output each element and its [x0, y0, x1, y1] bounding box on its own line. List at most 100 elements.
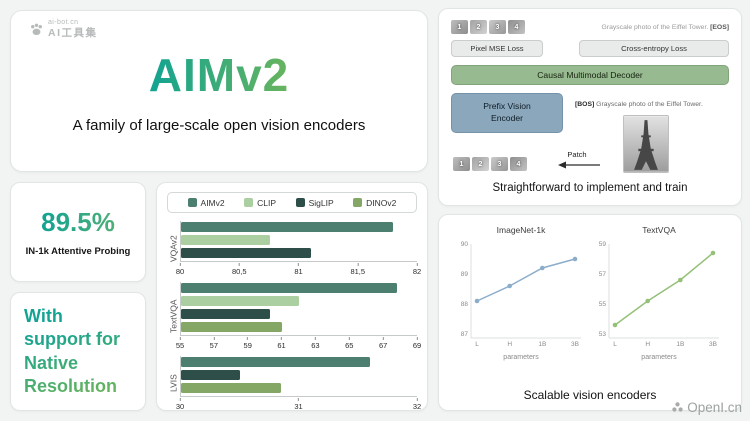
patch-number: 4 — [516, 160, 521, 168]
patch-number: 2 — [476, 23, 481, 31]
x-tick: 80 — [176, 263, 184, 276]
legend-swatch — [244, 198, 254, 207]
tick-label: 80,5 — [231, 267, 247, 276]
x-tick: 82 — [413, 263, 421, 276]
watermark-bottom: OpenI.cn — [671, 400, 742, 415]
tick-mark — [238, 263, 240, 266]
x-tick: 65 — [345, 337, 353, 350]
decoder-targets-row: 1 2 3 4 Grayscale photo of the Eiffel Tower… — [451, 19, 729, 35]
svg-text:87: 87 — [461, 331, 469, 338]
x-tick: 81,5 — [350, 263, 365, 276]
svg-text:3B: 3B — [709, 341, 717, 348]
tick-label: 31 — [294, 402, 303, 411]
bar-vqav2-clip — [181, 235, 270, 245]
legend-swatch — [353, 198, 363, 207]
patch-number: 4 — [514, 23, 519, 31]
tick-label: 65 — [345, 341, 354, 350]
top-patches: 1 2 3 4 — [451, 20, 525, 34]
x-tick: 31 — [294, 398, 303, 411]
textvqa-chart-title: TextVQA — [642, 225, 676, 235]
legend-label: DINOv2 — [366, 197, 397, 208]
patchify-arrow: Patch — [549, 150, 605, 170]
x-tick: 80,5 — [232, 263, 247, 276]
pixel-mse-loss-box: Pixel MSE Loss — [451, 40, 543, 57]
page-title: AIMv2 — [148, 49, 290, 101]
tick-mark — [179, 398, 181, 401]
tick-label: 80 — [175, 267, 185, 276]
bar-lvis-aimv2 — [181, 357, 370, 367]
x-tick: 32 — [413, 398, 421, 411]
image-patch: 3 — [491, 157, 508, 171]
x-tick: 55 — [176, 337, 184, 350]
tick-label: 81 — [294, 267, 303, 276]
bar-textvqa-clip — [181, 296, 299, 306]
bar-vqav2-siglip — [181, 248, 311, 258]
encoder-label-line1: Prefix Vision — [483, 101, 531, 112]
svg-text:3B: 3B — [571, 341, 579, 348]
tick-label: 67 — [378, 341, 388, 350]
textvqa-xlabel: parameters — [641, 354, 677, 361]
stat-label: IN-1k Attentive Probing — [25, 246, 131, 257]
patch-number: 1 — [457, 23, 462, 31]
target-caption: Grayscale photo of the Eiffel Tower. [EO… — [602, 24, 729, 31]
left-arrow-icon — [558, 161, 600, 169]
diagram-caption: Straightforward to implement and train — [492, 182, 688, 194]
image-patch: 4 — [508, 20, 525, 34]
loss-row: Pixel MSE Loss Cross-entropy Loss — [451, 40, 729, 57]
image-patch: 3 — [489, 20, 506, 34]
tick-mark — [348, 337, 350, 340]
patch-number: 3 — [497, 160, 502, 168]
legend-item-aimv2: AIMv2 — [187, 198, 225, 208]
tick-mark — [298, 263, 299, 266]
bar-lvis-siglip — [181, 370, 240, 380]
bos-token: [BOS] — [575, 101, 595, 108]
openi-logo-icon — [672, 402, 683, 412]
patch-number: 3 — [495, 23, 500, 31]
tick-label: 59 — [243, 341, 252, 350]
tick-mark — [382, 337, 384, 340]
bar-lvis-dinov2 — [181, 383, 282, 393]
x-tick: 67 — [379, 337, 387, 350]
watermark-bottom-text: OpenI.cn — [687, 400, 742, 415]
tick-label: 30 — [175, 402, 185, 411]
tick-mark — [416, 337, 418, 340]
watermark-top-text: ai-bot.cn AI工具集 — [48, 19, 98, 39]
image-patch: 1 — [453, 157, 470, 171]
x-tick: 81 — [294, 263, 303, 276]
image-patch: 4 — [510, 157, 527, 171]
patch-arrow-label: Patch — [567, 150, 587, 159]
native-resolution-card: With support for Native Resolution — [10, 292, 146, 411]
architecture-diagram-card: 1 2 3 4 Grayscale photo of the Eiffel Tower… — [438, 8, 742, 206]
tick-label: 81,5 — [350, 267, 366, 276]
svg-text:1B: 1B — [676, 341, 684, 348]
bar-textvqa-dinov2 — [181, 322, 283, 332]
svg-text:H: H — [507, 341, 512, 348]
x-tick: 69 — [413, 337, 421, 350]
svg-text:59: 59 — [599, 241, 607, 248]
tick-mark — [213, 337, 215, 340]
bos-caption: [BOS] Grayscale photo of the Eiffel Towe… — [575, 101, 727, 108]
eiffel-tower-image — [624, 116, 668, 172]
encoder-row: Prefix Vision Encoder [BOS] Grayscale ph… — [451, 93, 729, 173]
watermark-domain: ai-bot.cn — [48, 19, 79, 26]
tick-mark — [247, 337, 249, 340]
legend-label: SigLIP — [308, 197, 334, 208]
svg-text:55: 55 — [599, 301, 607, 308]
imagenet-xlabel: parameters — [503, 354, 539, 361]
svg-text:89: 89 — [461, 271, 469, 278]
imagenet-chart-title: ImageNet-1k — [496, 225, 546, 235]
tick-label: 55 — [175, 341, 185, 350]
svg-text:88: 88 — [461, 301, 469, 308]
svg-text:90: 90 — [461, 241, 469, 248]
image-patch: 1 — [451, 20, 468, 34]
scalable-caption: Scalable vision encoders — [523, 388, 657, 402]
